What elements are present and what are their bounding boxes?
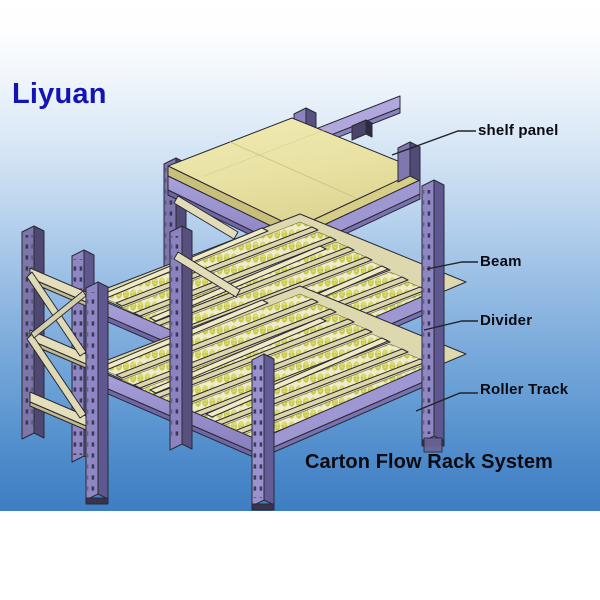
callout-label-divider: Divider <box>480 312 533 329</box>
front-uprights <box>85 141 445 511</box>
leader-shelf-panel <box>391 130 476 156</box>
product-title: Carton Flow Rack System <box>305 451 553 473</box>
brand-logo: Liyuan <box>12 78 107 110</box>
upper-left-bracing <box>173 195 241 298</box>
callout-label-beam: Beam <box>480 253 522 270</box>
callout-label-shelf-panel: shelf panel <box>478 122 559 139</box>
callout-leader-lines <box>391 130 478 412</box>
rack-assembly <box>21 95 467 511</box>
callout-label-roller-track: Roller Track <box>480 381 569 398</box>
leader-beam <box>426 261 478 270</box>
image-bottom-margin <box>0 511 600 600</box>
leader-divider <box>423 320 478 331</box>
carton-flow-rack-illustration <box>21 95 467 511</box>
leader-roller-track <box>415 392 478 412</box>
photo-backdrop: Liyuan shelf panel Beam Divider Roller T… <box>0 0 600 511</box>
